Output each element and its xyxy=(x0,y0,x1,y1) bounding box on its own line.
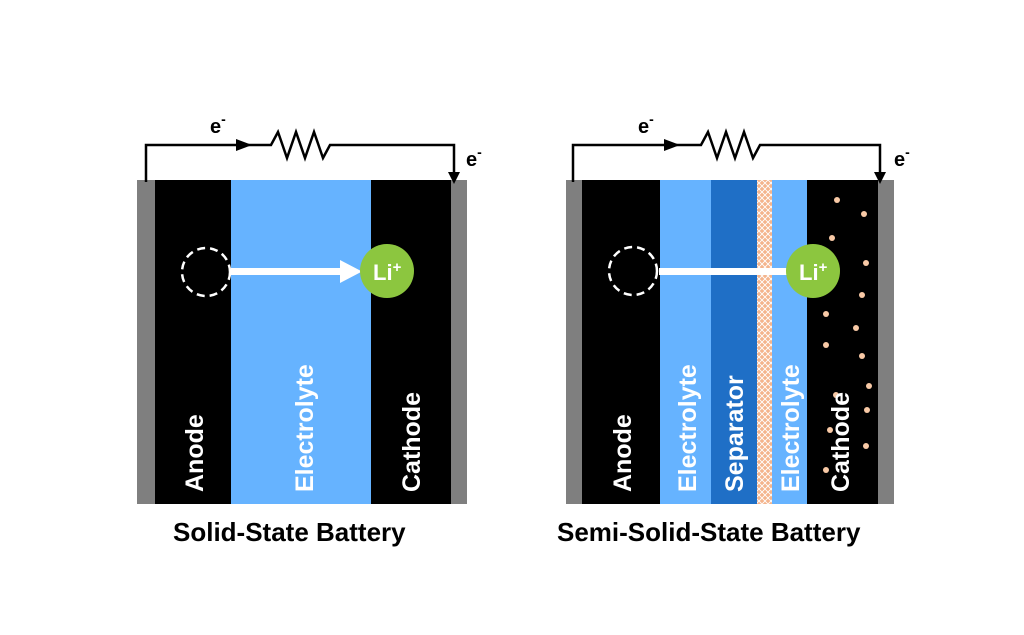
separator-label: Separator xyxy=(721,375,749,492)
electron-label-top: e- xyxy=(638,111,654,138)
electrolyte-layer-cathode-side xyxy=(772,180,807,504)
cathode-label: Cathode xyxy=(827,392,855,492)
electron-flow-arrow xyxy=(236,139,252,151)
lithium-ion-label: Li+ xyxy=(799,259,828,285)
lithium-ion-icon xyxy=(786,244,840,298)
anode-layer xyxy=(155,180,231,504)
cathode-current-collector xyxy=(878,180,894,504)
electrolyte-label-cathode-side: Electrolyte xyxy=(777,364,805,492)
solid-state-battery: e- e- Li+ Anode Electrolyte Cathode xyxy=(137,111,482,504)
electron-flow-arrow xyxy=(664,139,680,151)
semi-solid-state-caption: Semi-Solid-State Battery xyxy=(557,517,861,547)
cathode-layer xyxy=(371,180,451,504)
external-circuit-wire xyxy=(571,128,882,182)
ion-path-arrow-shaft xyxy=(231,268,345,275)
lithium-vacancy-icon xyxy=(607,245,659,297)
semi-solid-state-battery: e- e- Li+ Anode Electrolyte Separator El… xyxy=(566,111,910,504)
lithium-ion-icon xyxy=(360,244,414,298)
cathode-label: Cathode xyxy=(398,392,426,492)
electrolyte-layer-anode-side xyxy=(660,180,711,504)
electrolyte-label-anode-side: Electrolyte xyxy=(674,364,702,492)
cathode-layer xyxy=(807,180,878,504)
electron-label-right: e- xyxy=(894,144,910,171)
interlayer-membrane xyxy=(757,180,772,504)
lithium-vacancy-icon xyxy=(180,246,232,298)
electron-label-top: e- xyxy=(210,111,226,138)
separator-layer xyxy=(711,180,757,504)
anode-label: Anode xyxy=(181,414,209,492)
electron-down-arrow xyxy=(874,172,886,184)
anode-current-collector xyxy=(566,180,582,504)
ion-path-arrow-head xyxy=(340,260,362,283)
anode-layer xyxy=(582,180,660,504)
ion-path-arrow-shaft xyxy=(659,268,789,275)
lithium-ion-label: Li+ xyxy=(373,259,402,285)
electrolyte-label: Electrolyte xyxy=(291,364,319,492)
solid-state-caption: Solid-State Battery xyxy=(173,517,406,547)
cathode-particles xyxy=(823,197,872,473)
anode-current-collector xyxy=(137,180,155,504)
electron-down-arrow xyxy=(448,172,460,184)
electrolyte-layer xyxy=(231,180,371,504)
electron-label-right: e- xyxy=(466,144,482,171)
anode-label: Anode xyxy=(609,414,637,492)
cathode-current-collector xyxy=(451,180,467,504)
external-circuit-wire xyxy=(144,128,456,182)
